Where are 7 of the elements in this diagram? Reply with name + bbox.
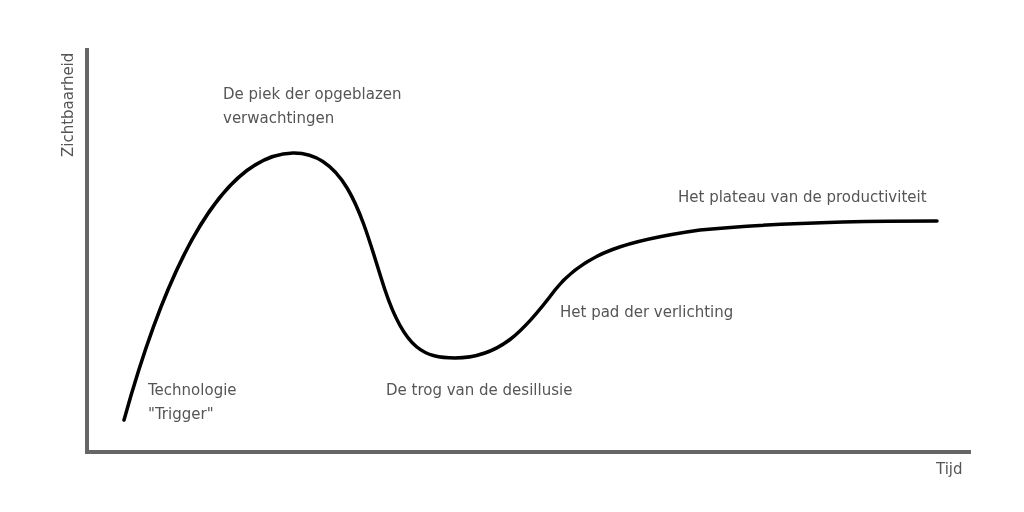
phase-label: De trog van de desillusie	[386, 380, 574, 401]
phase-label: Het pad der verlichting	[560, 302, 735, 323]
axis-label: Tijd	[936, 459, 964, 480]
phase-label: Het plateau van de productiviteit	[678, 187, 928, 208]
phase-label: Technologie "Trigger"	[148, 380, 238, 425]
phase-label: De piek der opgeblazen verwachtingen	[223, 84, 403, 129]
axis-label: Zichtbaarheid	[58, 52, 78, 157]
